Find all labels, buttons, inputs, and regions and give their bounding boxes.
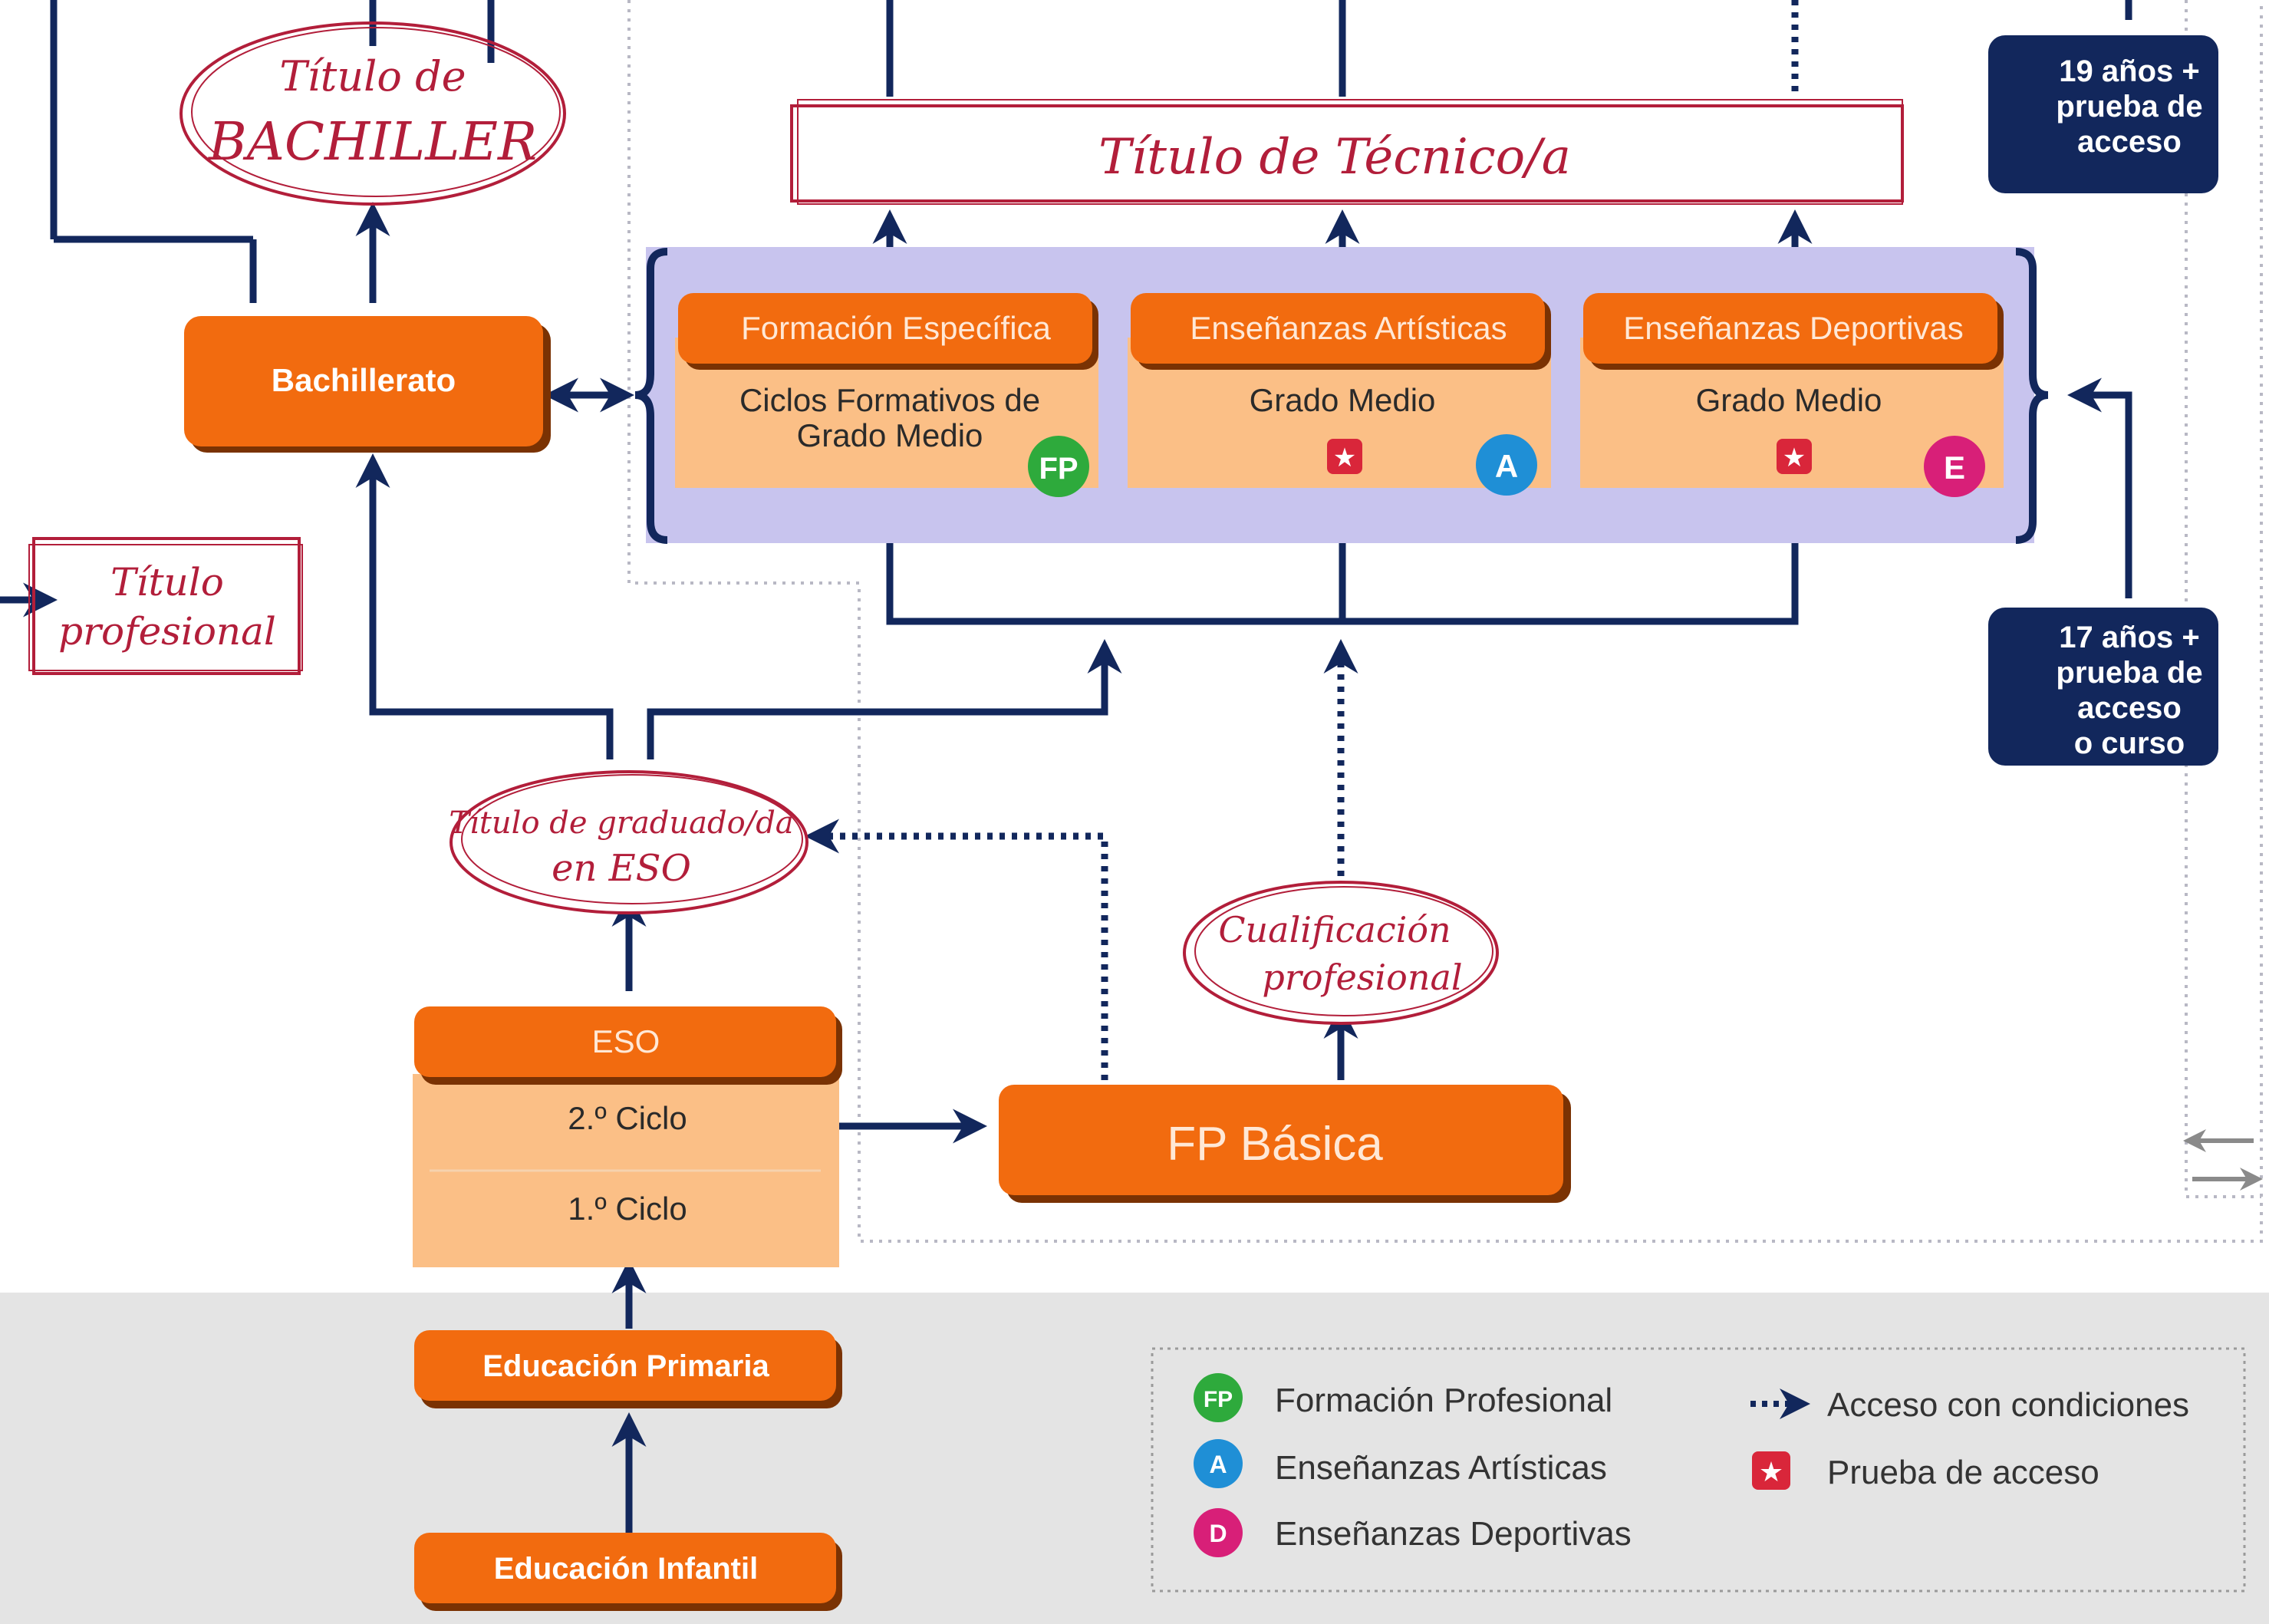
prueba-acceso-icon: ★ [1777,439,1812,474]
titulo-graduado-line2: en ESO [552,847,691,890]
legend-d-badge: D [1209,1520,1227,1547]
eso-ciclo2: 2.º Ciclo [568,1100,687,1136]
titulo-graduado-eso: Título de graduado/da en ESO [449,770,808,914]
legend-d-label: Enseñanzas Deportivas [1275,1515,1632,1553]
e-badge-icon [1924,436,1985,497]
note17-line1: 17 años + [2059,621,2199,654]
cualificacion-profesional: Cualificación profesional [1183,881,1499,1025]
legend-a-badge: A [1209,1451,1227,1478]
titulo-tecnico: Título de Técnico/a [790,99,1904,205]
legend-a-icon [1194,1439,1243,1488]
note-17-anos: 17 años + prueba de acceso o curso [1988,608,2218,766]
col3-body: Grado Medio [1696,382,1882,418]
gm-col-artisticas: Enseñanzas Artísticas Grado Medio ★ A [1128,293,1551,496]
legend: FP Formación Profesional A Enseñanzas Ar… [1151,1347,2246,1593]
a-badge-label: A [1495,448,1518,484]
legend-access-label: Acceso con condiciones [1827,1386,2189,1424]
cualificacion-line2: profesional [1262,957,1462,998]
infantil-box: Educación Infantil [414,1533,842,1611]
note19-line3: acceso [2077,125,2182,159]
connector-eso-gm [647,639,1122,759]
region-outline-right [2185,0,2261,1198]
fp-badge-label: FP [1039,452,1078,486]
titulo-bachiller-line1: Título de [279,52,466,100]
col1-body-line2: Grado Medio [797,417,983,453]
legend-d-icon [1194,1508,1243,1557]
eso-header: ESO [592,1023,660,1059]
infantil-label: Educación Infantil [494,1552,758,1586]
legend-a-label: Enseñanzas Artísticas [1275,1449,1607,1487]
col1-header: Formación Específica [741,310,1051,346]
svg-text:★: ★ [1759,1457,1783,1488]
arrow-fpb-graduado-dotted [805,819,1108,1080]
titulo-bachiller: Título de BACHILLER [179,21,566,206]
arrow-17-gm [2067,377,2132,598]
note-19-anos: 19 años + prueba de acceso [1988,35,2218,193]
col2-body: Grado Medio [1250,382,1436,418]
eso-ciclo1: 1.º Ciclo [568,1191,687,1227]
titulo-bachiller-line2: BACHILLER [207,112,537,173]
primaria-label: Educación Primaria [482,1349,769,1383]
e-badge-label: E [1944,450,1965,486]
svg-text:★: ★ [1333,443,1356,473]
fp-basica-box: FP Básica [999,1085,1571,1203]
svg-text:★: ★ [1783,443,1806,473]
cualificacion-line1: Cualificación [1218,909,1451,950]
note17-line3: acceso [2077,691,2182,725]
note19-line1: 19 años + [2059,54,2199,88]
grado-medio-panel: Formación Específica Ciclos Formativos d… [634,247,2049,544]
titulo-graduado-line1: Título de graduado/da [449,805,793,841]
col1-body-line1: Ciclos Formativos de [739,382,1040,418]
eso-block: ESO 2.º Ciclo 1.º Ciclo [413,1006,842,1267]
titulo-tecnico-label: Título de Técnico/a [1098,129,1571,186]
titulo-profesional-line2: profesional [58,609,276,654]
region-outline [627,0,2263,1243]
legend-prueba-label: Prueba de acceso [1827,1454,2099,1491]
titulo-profesional-line1: Título [110,560,224,604]
bachillerato-label: Bachillerato [272,362,456,398]
note17-line4: o curso [2074,726,2185,760]
connector-eso-bach [355,453,614,759]
bachillerato-box: Bachillerato [184,316,551,453]
titulo-profesional: Título profesional [28,537,303,675]
legend-fp-label: Formación Profesional [1275,1382,1612,1419]
a-badge-icon [1476,434,1537,496]
primaria-box: Educación Primaria [414,1330,842,1408]
fp-basica-label: FP Básica [1167,1118,1383,1171]
legend-fp-icon [1194,1373,1243,1422]
col2-header: Enseñanzas Artísticas [1190,310,1507,346]
col3-header: Enseñanzas Deportivas [1623,310,1964,346]
note19-line2: prueba de [2056,90,2202,124]
gm-col-deportivas: Enseñanzas Deportivas Grado Medio ★ E [1580,293,2004,497]
legend-prueba-icon: ★ [1752,1451,1790,1490]
note17-line2: prueba de [2056,656,2202,690]
legend-fp-badge: FP [1204,1387,1233,1412]
prueba-acceso-icon: ★ [1327,439,1362,474]
gm-col-formacion-especifica: Formación Específica Ciclos Formativos d… [675,293,1098,497]
fp-badge-icon [1028,436,1089,497]
